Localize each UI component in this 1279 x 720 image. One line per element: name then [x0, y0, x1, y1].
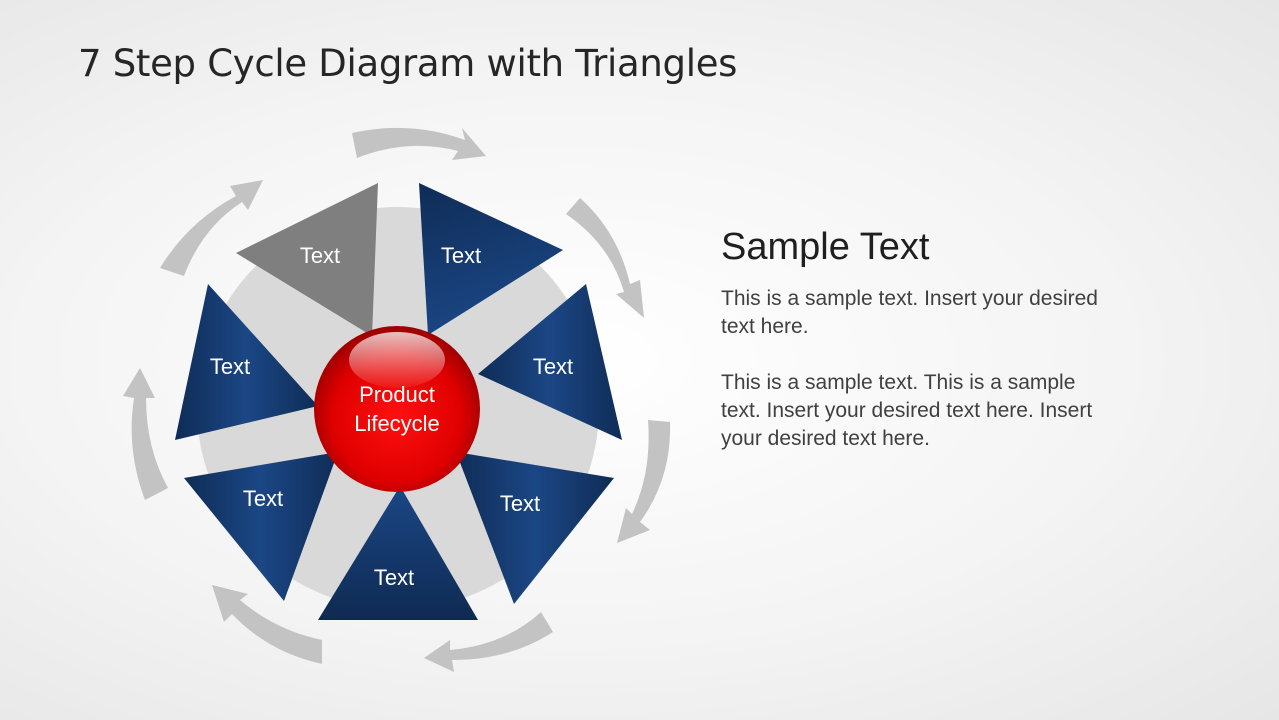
triangle-shape [318, 486, 478, 620]
center-hub[interactable]: Product Lifecycle [314, 326, 480, 492]
triangle-shape [478, 284, 622, 440]
arrow-icon [160, 180, 263, 276]
side-panel: Sample Text This is a sample text. Inser… [721, 225, 1171, 481]
arrow-icon [123, 368, 168, 500]
step-label: Text [243, 486, 283, 511]
arrow-icon [352, 127, 486, 160]
step-bottom[interactable] [318, 486, 478, 620]
arrow-icon [424, 612, 553, 672]
center-label-line1: Product [359, 382, 435, 407]
step-top-left[interactable] [236, 183, 378, 336]
step-label: Text [374, 565, 414, 590]
cycle-arrows [123, 127, 671, 672]
step-lower-right[interactable] [456, 452, 614, 604]
triangle-shape [175, 284, 318, 440]
center-label-line2: Lifecycle [354, 411, 440, 436]
step-left[interactable] [175, 284, 318, 440]
arrow-icon [566, 198, 644, 318]
side-paragraph-2: This is a sample text. This is a sample … [721, 371, 1093, 450]
arrow-icon [617, 420, 671, 543]
step-label: Text [210, 354, 250, 379]
arrow-icon [212, 585, 322, 664]
sphere-highlight [349, 332, 445, 388]
triangle-shape [236, 183, 378, 336]
step-label: Text [500, 491, 540, 516]
step-top-right[interactable] [419, 183, 563, 335]
slide-title: 7 Step Cycle Diagram with Triangles [78, 42, 738, 85]
side-heading: Sample Text [721, 226, 930, 268]
side-paragraph-1: This is a sample text. Insert your desir… [721, 287, 1098, 338]
step-lower-left[interactable] [184, 452, 338, 601]
step-right[interactable] [478, 284, 622, 440]
triangle-shape [419, 183, 563, 335]
step-label: Text [533, 354, 573, 379]
step-label: Text [441, 243, 481, 268]
triangle-shape [456, 452, 614, 604]
triangle-shape [184, 452, 338, 601]
step-label: Text [300, 243, 340, 268]
